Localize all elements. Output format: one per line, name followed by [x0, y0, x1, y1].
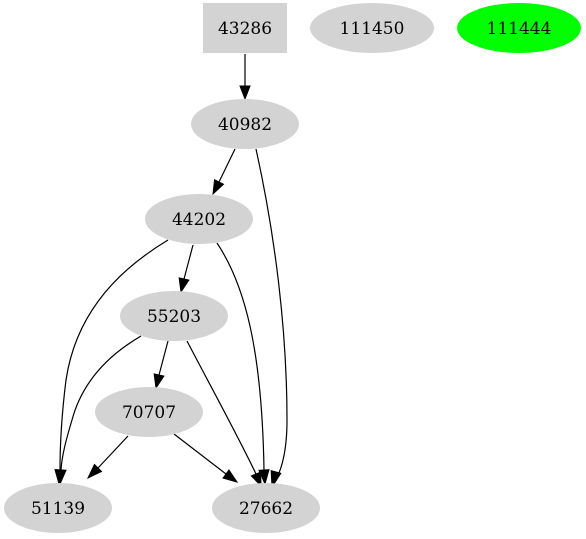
node-box — [203, 3, 287, 53]
edge-line — [186, 340, 257, 475]
edge-line — [97, 435, 129, 469]
node-43286[interactable]: 43286 — [203, 3, 287, 53]
edge-55203-to-70707 — [153, 340, 169, 390]
node-44202[interactable]: 44202 — [145, 194, 253, 244]
node-40982[interactable]: 40982 — [191, 99, 299, 149]
arrowhead — [222, 469, 239, 483]
node-ellipse — [212, 483, 320, 533]
edge-line — [173, 433, 227, 475]
arrowhead — [55, 469, 67, 486]
node-label: 40982 — [218, 115, 272, 135]
edge-55203-to-51139 — [55, 335, 142, 486]
node-label: 111444 — [487, 19, 552, 39]
arrowhead — [86, 463, 103, 480]
arrowhead — [178, 277, 190, 294]
edge-70707-to-27662 — [173, 433, 239, 483]
node-label: 55203 — [147, 307, 201, 327]
arrowhead — [270, 470, 282, 489]
node-ellipse — [95, 387, 203, 437]
node-ellipse — [310, 3, 434, 53]
node-label: 51139 — [31, 499, 85, 519]
node-ellipse — [191, 99, 299, 149]
node-55203[interactable]: 55203 — [120, 291, 228, 341]
nodes-layer: 43286 111450 111444 40982 44202 55203 70707 511… — [4, 3, 581, 533]
node-label: 27662 — [239, 499, 293, 519]
edge-line — [216, 242, 265, 471]
edge-line — [183, 244, 194, 280]
edge-44202-to-27662 — [216, 242, 270, 486]
node-label: 111450 — [340, 19, 405, 39]
node-ellipse — [120, 291, 228, 341]
node-ellipse — [145, 194, 253, 244]
edge-43286-to-40982 — [239, 54, 251, 101]
edge-40982-to-44202 — [212, 148, 236, 196]
edge-40982-to-27662 — [255, 148, 288, 489]
arrowhead — [250, 471, 262, 488]
node-ellipse — [4, 483, 112, 533]
arrowhead — [212, 178, 225, 196]
edge-70707-to-51139 — [86, 435, 129, 480]
node-111444[interactable]: 111444 — [457, 3, 581, 53]
node-27662[interactable]: 27662 — [212, 483, 320, 533]
edge-44202-to-51139 — [54, 239, 169, 486]
edge-line — [59, 239, 169, 471]
node-label: 44202 — [172, 210, 226, 230]
edge-line — [158, 340, 169, 376]
node-111450[interactable]: 111450 — [310, 3, 434, 53]
edge-line — [218, 148, 236, 183]
arrowhead — [153, 373, 165, 390]
node-70707[interactable]: 70707 — [95, 387, 203, 437]
edge-44202-to-55203 — [178, 244, 194, 294]
arrowhead — [258, 469, 270, 486]
node-51139[interactable]: 51139 — [4, 483, 112, 533]
edge-line — [60, 335, 142, 471]
arrowhead — [239, 85, 251, 101]
node-label: 43286 — [218, 19, 272, 39]
edge-55203-to-27662 — [186, 340, 262, 488]
node-label: 70707 — [122, 403, 176, 423]
edge-line — [255, 148, 288, 484]
edges-layer — [54, 54, 288, 489]
node-ellipse — [457, 3, 581, 53]
